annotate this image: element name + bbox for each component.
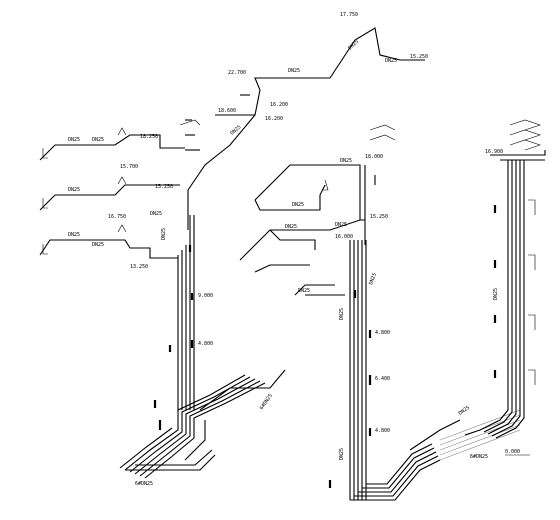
elevation-label: 15.250	[155, 184, 173, 190]
elevation-label: 16.000	[335, 234, 353, 240]
elevation-label: 16.200	[265, 116, 283, 122]
elevation-label: 15.700	[120, 164, 138, 170]
elevation-label: 4.800	[198, 341, 213, 347]
left-riser-system	[39, 27, 425, 479]
elevation-label: 18.600	[218, 108, 236, 114]
pipe-size-label: DN25	[92, 242, 104, 248]
pipe-size-label: DN25	[68, 137, 80, 143]
elevation-label: 4.800	[375, 330, 390, 336]
elevation-label: 16.900	[485, 149, 503, 155]
pipe-size-label: DN25	[347, 39, 360, 52]
pipe-size-label: DN25	[68, 187, 80, 193]
bundle-label: DN25	[368, 272, 378, 285]
elevation-label: 15.250	[370, 214, 388, 220]
elevation-label: 17.750	[340, 12, 358, 18]
elevation-label: 6.400	[375, 376, 390, 382]
right-riser-system	[179, 119, 546, 456]
elevation-label: 13.250	[130, 264, 148, 270]
pipe-size-label: DN25	[340, 158, 352, 164]
elevation-label: 16.750	[108, 214, 126, 220]
pipe-size-label: DN25	[339, 448, 345, 460]
elevation-label: 15.250	[410, 54, 428, 60]
elevation-label: 18.000	[365, 154, 383, 160]
pipe-size-label: DN25	[92, 137, 104, 143]
elevation-label: 0.000	[505, 449, 520, 455]
pipe-size-label: DN25	[335, 222, 347, 228]
elevation-label: 9.000	[198, 293, 213, 299]
pipe-size-label: DN25	[493, 288, 499, 300]
pipe-size-label: DN25	[68, 232, 80, 238]
pipe-size-label: DN25	[229, 124, 242, 136]
pipe-size-label: DN25	[298, 288, 310, 294]
bundle-label: 6#DN25	[470, 454, 488, 460]
pipe-size-label: DN25	[339, 308, 345, 320]
bundle-label: 6#DN25	[259, 393, 274, 411]
elevation-label: 16.200	[270, 102, 288, 108]
bundle-label: DN25	[161, 228, 167, 240]
pipe-size-label: DN25	[150, 211, 162, 217]
pipe-size-label: DN25	[288, 68, 300, 74]
bundle-label: 6#DN25	[135, 481, 153, 487]
elevation-label: 18.250	[140, 134, 158, 140]
bundle-label: DN25	[458, 405, 471, 417]
pipe-size-label: DN25	[285, 224, 297, 230]
elevation-labels: 17.750 15.250 22.700 16.200 18.600 16.20…	[108, 12, 520, 455]
middle-riser-system	[239, 164, 521, 501]
pipe-size-label: DN25	[385, 58, 397, 64]
pipe-size-label: DN25	[292, 202, 304, 208]
elevation-label: 4.800	[375, 428, 390, 434]
elevation-label: 22.700	[228, 70, 246, 76]
bundle-labels: 6#DN25 6#DN25 6#DN25 DN25 DN25 DN25	[135, 228, 488, 487]
